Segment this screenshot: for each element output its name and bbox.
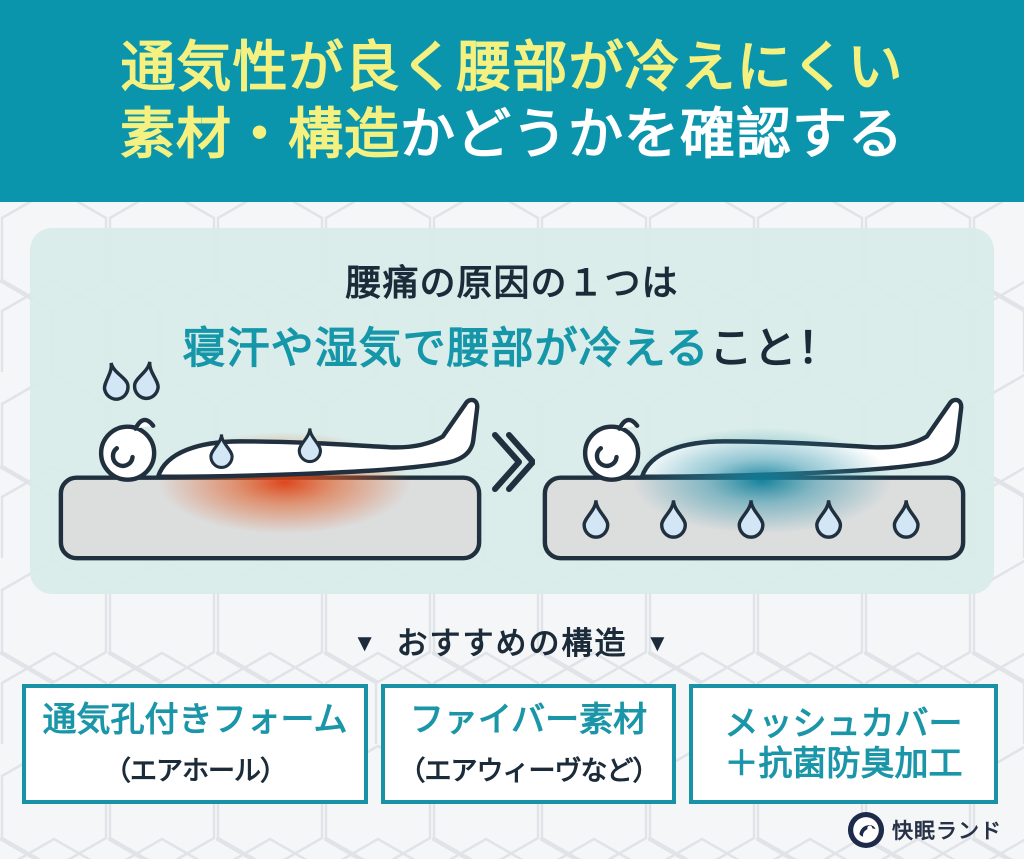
card-title-line2: ＋抗菌防臭加工 [724,745,963,783]
brand-name: 快眠ランド [892,820,1002,843]
breathable-mattress-illustration [542,397,966,561]
card-vented-foam: 通気孔付きフォーム （エアホール） [22,684,368,804]
card-title: ファイバー素材 [409,701,648,740]
title-line2-highlight: 素材・構造 [119,103,400,165]
cause-heading-line1: 腰痛の原因の１つは [345,262,679,303]
sleeping-person-left [98,397,480,482]
card-title-line1: メッシュカバー [724,704,963,743]
cause-highlight-text: 寝汗や湿気で腰部が冷える [182,325,710,373]
title-line2-rest: かどうかを確認する [400,103,905,165]
sweat-drop-icon [209,428,323,469]
double-chevron-right-icon [492,432,535,492]
card-title: 通気孔付きフォーム [42,701,348,740]
recommended-structure-heading: ▼ おすすめの構造 ▼ [0,618,1024,663]
title-line1-text: 通気性が良く腰部が冷えにくい [120,35,904,98]
cause-heading-line2: 寝汗や湿気で腰部が冷えること！ [30,314,994,376]
card-fiber-material: ファイバー素材 （エアウィーヴなど） [381,684,676,804]
title-line-1: 通気性が良く腰部が冷えにくい [121,34,904,101]
down-triangle-icon: ▼ [645,630,672,657]
card-subtitle: （エアホール） [104,755,287,786]
mattress-illustrations [30,356,994,586]
sleep-logo-badge-icon [847,811,885,849]
hot-back-mattress-illustration [58,361,482,561]
brand-footer: 快眠ランド [847,810,1002,850]
down-triangle-icon: ▼ [352,630,379,657]
card-mesh-cover: メッシュカバー ＋抗菌防臭加工 [689,684,998,804]
title-line-2: 素材・構造かどうかを確認する [120,101,904,168]
cause-panel: 腰痛の原因の１つは 寝汗や湿気で腰部が冷えること！ [30,228,994,594]
title-banner: 通気性が良く腰部が冷えにくい 素材・構造かどうかを確認する [0,0,1024,202]
cause-rest-text: こと！ [709,325,842,373]
structure-cards: 通気孔付きフォーム （エアホール） ファイバー素材 （エアウィーヴなど） メッシ… [22,684,1002,804]
water-drop-icon [582,500,920,539]
recommended-structure-label: おすすめの構造 [396,626,628,661]
sweat-drop-icon [102,361,160,401]
card-subtitle: （エアウィーヴなど） [398,755,660,786]
transition-arrow [486,356,538,568]
